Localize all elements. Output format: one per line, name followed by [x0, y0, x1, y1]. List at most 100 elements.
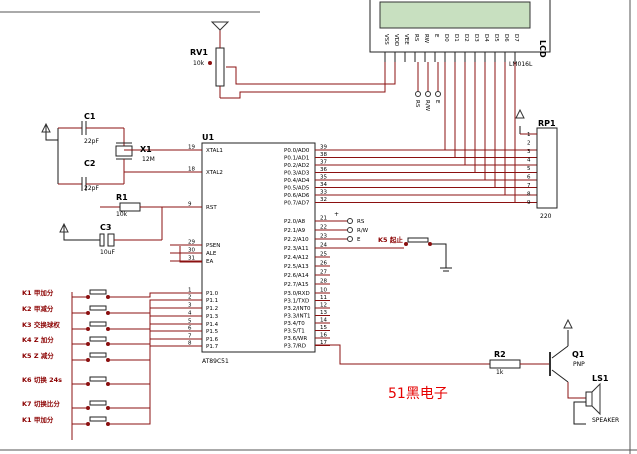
u1-pin-15-name: P3.5/T1 — [284, 329, 305, 335]
lcd-pin-d6: D6 — [503, 34, 509, 42]
lcd-pin-d3: D3 — [473, 34, 479, 42]
u1-pin-25-name: P2.4/A12 — [284, 255, 309, 261]
key-4-label: K4 Z 加分 — [22, 335, 54, 344]
svg-text:+: + — [334, 211, 339, 218]
rv1-ref: RV1 — [190, 48, 208, 57]
ls1-ref: LS1 — [592, 374, 609, 383]
rp1-pin-6: 6 — [527, 175, 531, 181]
u1-pin-32-name: P0.7/AD7 — [284, 201, 310, 207]
u1-pin-10-name: P3.0/RXD — [284, 291, 310, 297]
u1-pin-p1-7-name: P1.7 — [206, 344, 219, 350]
u1-pin-15-number: 15 — [320, 325, 327, 331]
u1-pin-p1-1-name: P1.1 — [206, 298, 218, 304]
key-8-switch — [89, 416, 107, 422]
c2-ref: C2 — [84, 159, 95, 168]
u1-pin-23-number: 23 — [320, 234, 327, 240]
u1-pin-32-number: 32 — [320, 197, 327, 203]
u1-part: AT89C51 — [202, 358, 229, 365]
key-5-switch — [89, 352, 107, 358]
u1-pin-36-number: 36 — [320, 167, 327, 173]
u1-pin-11-name: P3.1/TXD — [284, 299, 309, 305]
u1-pin-ea-name: EA — [206, 259, 213, 265]
lcd-ref: LCD — [538, 40, 547, 58]
u1-pin-p1-4-name: P1.4 — [206, 322, 219, 328]
key-4-switch — [89, 336, 107, 342]
rp1-pin-5: 5 — [527, 166, 531, 172]
lcd-pin-e: E — [433, 34, 439, 38]
u1-pin-p1-6-name: P1.6 — [206, 337, 219, 343]
reset-circuit: R1 10k C3 10uF — [59, 193, 202, 263]
x1-value: 12M — [142, 156, 155, 163]
rp1-pin-3: 3 — [527, 149, 531, 155]
u1-pin-rst-name: RST — [206, 205, 217, 211]
u1-pin-p1-5-name: P1.5 — [206, 329, 219, 335]
p2-net-labels: RS R/W E + — [330, 211, 369, 243]
u1-pin-13-name: P3.3/INT1 — [284, 314, 311, 320]
u1-pin-16-name: P3.6/WR — [284, 336, 307, 342]
u1-pin-36-name: P0.3/AD3 — [284, 171, 310, 177]
key-3-label: K3 交换球权 — [22, 320, 60, 329]
c3-value: 10uF — [100, 249, 115, 256]
lcd-pin-d1: D1 — [453, 34, 459, 42]
key-2-label: K2 甲减分 — [22, 304, 54, 313]
rp1-value: 220 — [540, 213, 552, 220]
key-1-label: K1 甲加分 — [22, 288, 54, 297]
u1-pin-14-name: P3.4/T0 — [284, 321, 305, 327]
u1-pin-38-name: P0.1/AD1 — [284, 156, 309, 162]
u1-chip: U1 AT89C51 19XTAL118XTAL29RST29PSEN30ALE… — [170, 133, 515, 365]
r1-value: 10k — [116, 211, 128, 218]
lcd-pin-vdd: VDD — [393, 34, 399, 46]
u1-pin-16-number: 16 — [320, 333, 327, 339]
u1-pin-25-number: 25 — [320, 252, 327, 258]
lcd-pin-vee: VEE — [403, 34, 409, 45]
lcd-pin-d7: D7 — [513, 34, 519, 42]
key-3-switch — [89, 321, 107, 327]
watermark-text: 51黑电子 — [388, 386, 448, 402]
rp1-pin-1: 1 — [527, 132, 531, 138]
u1-pin-37-number: 37 — [320, 160, 327, 166]
u1-pin-4-number: 4 — [188, 311, 192, 317]
u1-pin-31-number: 31 — [188, 256, 195, 262]
r2-ref: R2 — [494, 350, 506, 359]
rp1-pin-7: 7 — [527, 183, 531, 189]
c3-ref: C3 — [100, 223, 111, 232]
lcd-pin-d5: D5 — [493, 34, 499, 42]
u1-pin-2-number: 2 — [188, 295, 192, 301]
u1-pin-37-name: P0.2/AD2 — [284, 163, 309, 169]
key-1-switch — [89, 289, 107, 295]
key-2-switch — [89, 305, 107, 311]
u1-pin-28-number: 28 — [320, 279, 327, 285]
u1-pin-xtal1-name: XTAL1 — [206, 148, 223, 154]
u1-pin-1-number: 1 — [188, 288, 192, 294]
p2-rs-label: RS — [357, 219, 365, 225]
u1-pin-35-name: P0.4/AD4 — [284, 178, 310, 184]
u1-pin-21-number: 21 — [320, 216, 327, 222]
lcd-e-tap-label: E — [434, 100, 440, 104]
lcd-data-bus — [444, 62, 537, 203]
rv1-value: 10k — [193, 60, 205, 67]
u1-pin-17-name: P3.7/RD — [284, 344, 306, 350]
rv1-potentiometer: RV1 10k — [190, 21, 396, 99]
lcd-pin-vss: VSS — [383, 34, 389, 45]
u1-pin-26-number: 26 — [320, 261, 327, 267]
u1-pin-30-number: 30 — [188, 248, 195, 254]
u1-pin-34-number: 34 — [320, 182, 327, 188]
u1-pin-12-name: P3.2/INT0 — [284, 306, 311, 312]
u1-pin-35-number: 35 — [320, 175, 327, 181]
u1-pin-33-number: 33 — [320, 190, 327, 196]
q1-value: PNP — [573, 361, 585, 368]
lcd-pin-rw: RW — [423, 34, 429, 44]
rp1-pin-9: 9 — [527, 200, 531, 206]
lcd-pin-d2: D2 — [463, 34, 469, 42]
u1-pin-10-number: 10 — [320, 288, 327, 294]
lcd-pin-d4: D4 — [483, 34, 489, 42]
k5-label: K5 起止 — [378, 235, 403, 244]
crystal-circuit: C1 22pF C2 22pF X1 12M — [41, 112, 202, 192]
u1-pin-23-name: P2.2/A10 — [284, 237, 309, 243]
ls1-value: SPEAKER — [592, 417, 619, 424]
u1-pin-p1-2-name: P1.2 — [206, 306, 218, 312]
